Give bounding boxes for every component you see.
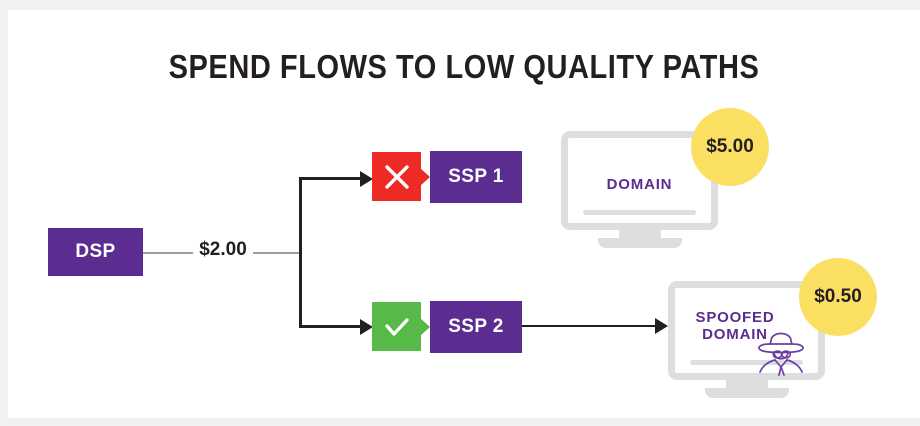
price-spoofed-value: $0.50 <box>814 286 862 307</box>
spoofed-domain-label-line2: DOMAIN <box>702 326 768 343</box>
price-domain-value: $5.00 <box>706 136 754 157</box>
check-mark-icon <box>372 302 421 351</box>
domain-screen-content-bar <box>583 210 696 215</box>
x-mark-icon <box>372 152 421 201</box>
spend-amount-label: $2.00 <box>199 239 247 260</box>
ssp1-label: SSP 1 <box>448 166 504 187</box>
arrowhead-to-spoofed-domain <box>655 318 668 334</box>
ssp1-node: SSP 1 <box>430 151 522 203</box>
connector-dsp-to-spend <box>143 252 193 254</box>
branch-arm-bottom <box>299 325 363 328</box>
spoofed-domain-label-line1: SPOOFED <box>695 309 775 326</box>
ssp1-connector-notch <box>420 168 430 186</box>
dsp-node: DSP <box>48 228 143 276</box>
diagram-canvas: SPEND FLOWS TO LOW QUALITY PATHS DSP $2.… <box>8 10 920 418</box>
spy-icon <box>750 324 812 376</box>
arrowhead-to-ssp2 <box>360 319 373 335</box>
branch-riser <box>299 177 302 327</box>
page-title: SPEND FLOWS TO LOW QUALITY PATHS <box>168 48 760 85</box>
spoofed-domain-label: SPOOFED DOMAIN <box>670 309 800 343</box>
connector-spend-to-junction <box>253 252 300 254</box>
arrowhead-to-ssp1 <box>360 171 373 187</box>
branch-arm-top <box>299 177 363 180</box>
ssp2-label: SSP 2 <box>448 316 504 337</box>
ssp2-connector-notch <box>420 318 430 336</box>
price-bubble-spoofed-domain: $0.50 <box>799 258 877 336</box>
ssp2-node: SSP 2 <box>430 301 522 353</box>
domain-label: DOMAIN <box>606 176 673 193</box>
domain-monitor-stand-base <box>598 238 682 248</box>
spoofed-monitor-stand-base <box>705 388 789 398</box>
price-bubble-domain: $5.00 <box>691 108 769 186</box>
dsp-label: DSP <box>75 241 116 262</box>
connector-ssp2-to-spoofed-domain <box>522 325 657 327</box>
spoofed-screen-content-bar <box>690 360 803 365</box>
